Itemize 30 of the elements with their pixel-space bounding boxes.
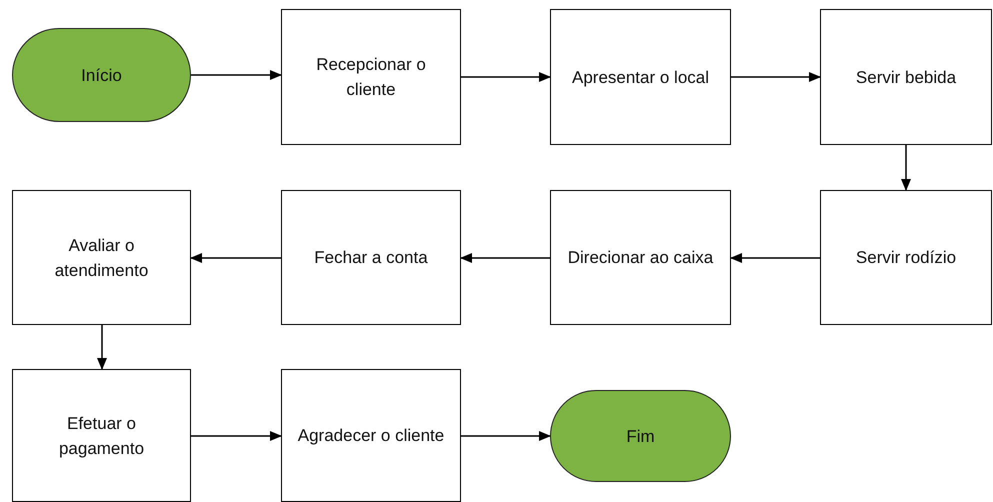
arrow — [461, 72, 551, 82]
step-label: Servir rodízio — [856, 247, 956, 269]
process-box — [820, 9, 992, 145]
process-box — [12, 369, 191, 502]
arrow — [191, 431, 282, 441]
step-label: Fim — [626, 426, 655, 448]
process-box — [281, 190, 461, 325]
arrow — [731, 72, 821, 82]
process-box — [281, 369, 461, 502]
step-label: Início — [81, 64, 122, 86]
process-box — [550, 9, 731, 145]
process-box — [820, 190, 992, 325]
arrow — [190, 253, 281, 263]
arrow — [901, 145, 911, 191]
step-label: Servir bebida — [856, 66, 956, 88]
arrow — [730, 253, 820, 263]
step-label: Fechar a conta — [314, 247, 428, 269]
step-label: Recepcionar o cliente — [315, 54, 427, 101]
arrow — [191, 70, 282, 80]
arrow — [460, 253, 550, 263]
step-label: Direcionar ao caixa — [568, 247, 714, 269]
step-label: Avaliar o atendimento — [54, 234, 150, 282]
process-box — [550, 190, 731, 325]
process-box — [12, 190, 191, 325]
arrow — [97, 325, 107, 370]
step-label: Apresentar o local — [572, 66, 710, 88]
step-label: Agradecer o cliente — [298, 425, 444, 447]
arrow — [461, 431, 551, 441]
process-box — [281, 9, 461, 145]
step-label: Efetuar o pagamento — [58, 412, 146, 460]
